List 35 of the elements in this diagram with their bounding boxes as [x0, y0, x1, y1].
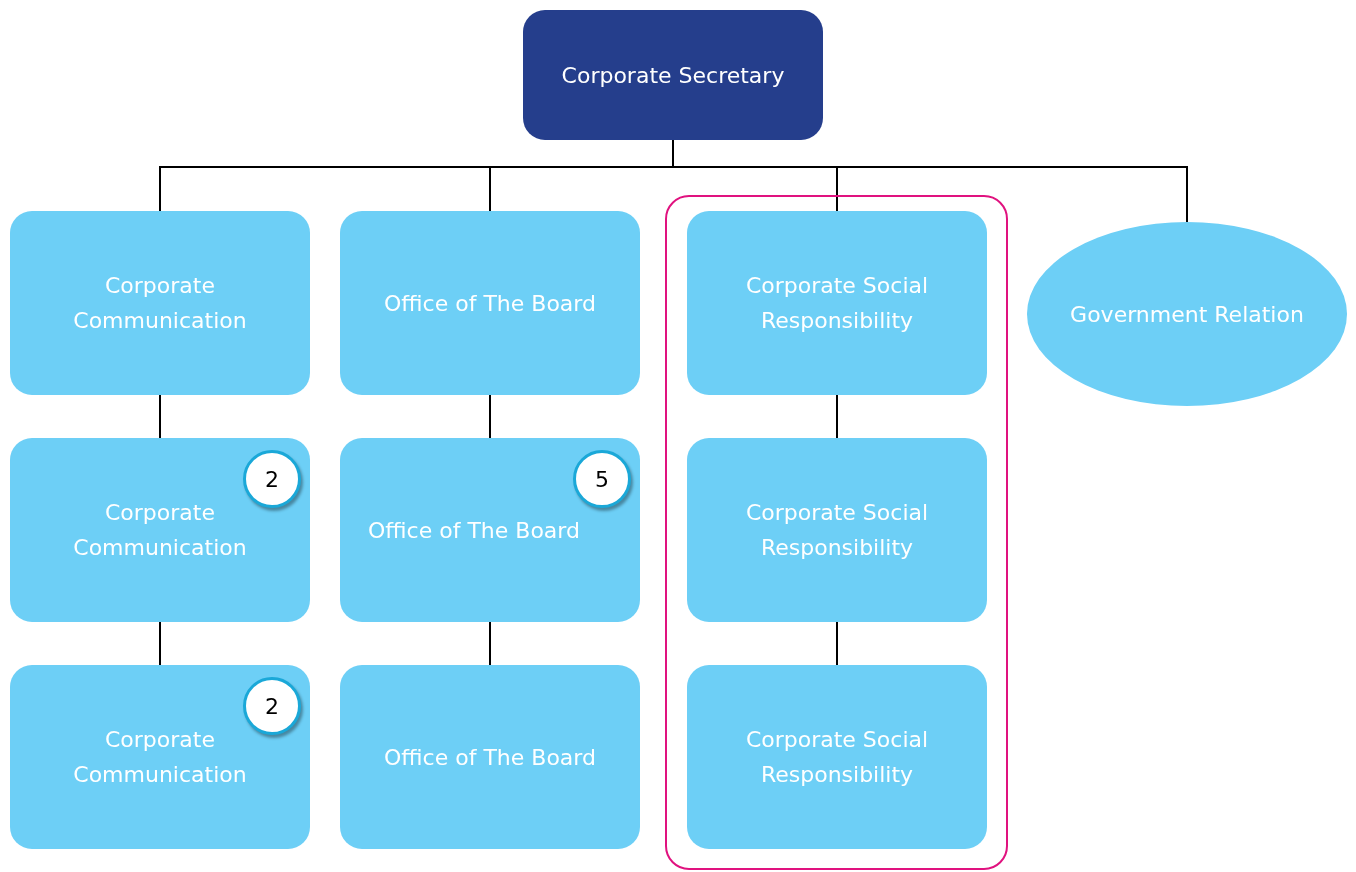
- unit-name: Office of The Board: [368, 516, 580, 545]
- badge-number: 2: [265, 465, 279, 494]
- badge-number: 2: [265, 692, 279, 721]
- number-badge: [243, 450, 301, 508]
- unit-box: [10, 438, 310, 622]
- unit-name: Corporate Social Responsibility: [744, 272, 930, 335]
- unit-name: Office of The Board: [384, 743, 596, 772]
- unit-name: Corporate Communication: [72, 499, 248, 562]
- unit-name: Corporate Communication: [72, 272, 248, 335]
- number-badge: [243, 677, 301, 735]
- group-outline: [665, 195, 1008, 870]
- unit-name: Office of The Board: [384, 289, 596, 318]
- unit-box: [687, 211, 987, 395]
- unit-box: [340, 438, 640, 622]
- number-badge: [573, 450, 631, 508]
- unit-box: [10, 211, 310, 395]
- unit-box: [687, 438, 987, 622]
- unit-box: [340, 211, 640, 395]
- unit-ellipse: [1027, 222, 1347, 406]
- connector-line: [489, 394, 491, 439]
- unit-box: [340, 665, 640, 849]
- connector-line: [159, 621, 161, 666]
- unit-box: [10, 665, 310, 849]
- unit-box: [687, 665, 987, 849]
- unit-name: Corporate Social Responsibility: [744, 499, 930, 562]
- unit-name: Corporate Social Responsibility: [744, 726, 930, 789]
- connector-line: [836, 621, 838, 666]
- badge-number: 5: [595, 465, 609, 494]
- unit-name: Corporate Communication: [72, 726, 248, 789]
- connector-line: [489, 621, 491, 666]
- connector-line: [159, 394, 161, 439]
- unit-name: Government Relation: [1070, 300, 1304, 329]
- connector-line: [836, 394, 838, 439]
- title-box: [523, 10, 823, 140]
- unit-name: Corporate Secretary: [561, 61, 785, 90]
